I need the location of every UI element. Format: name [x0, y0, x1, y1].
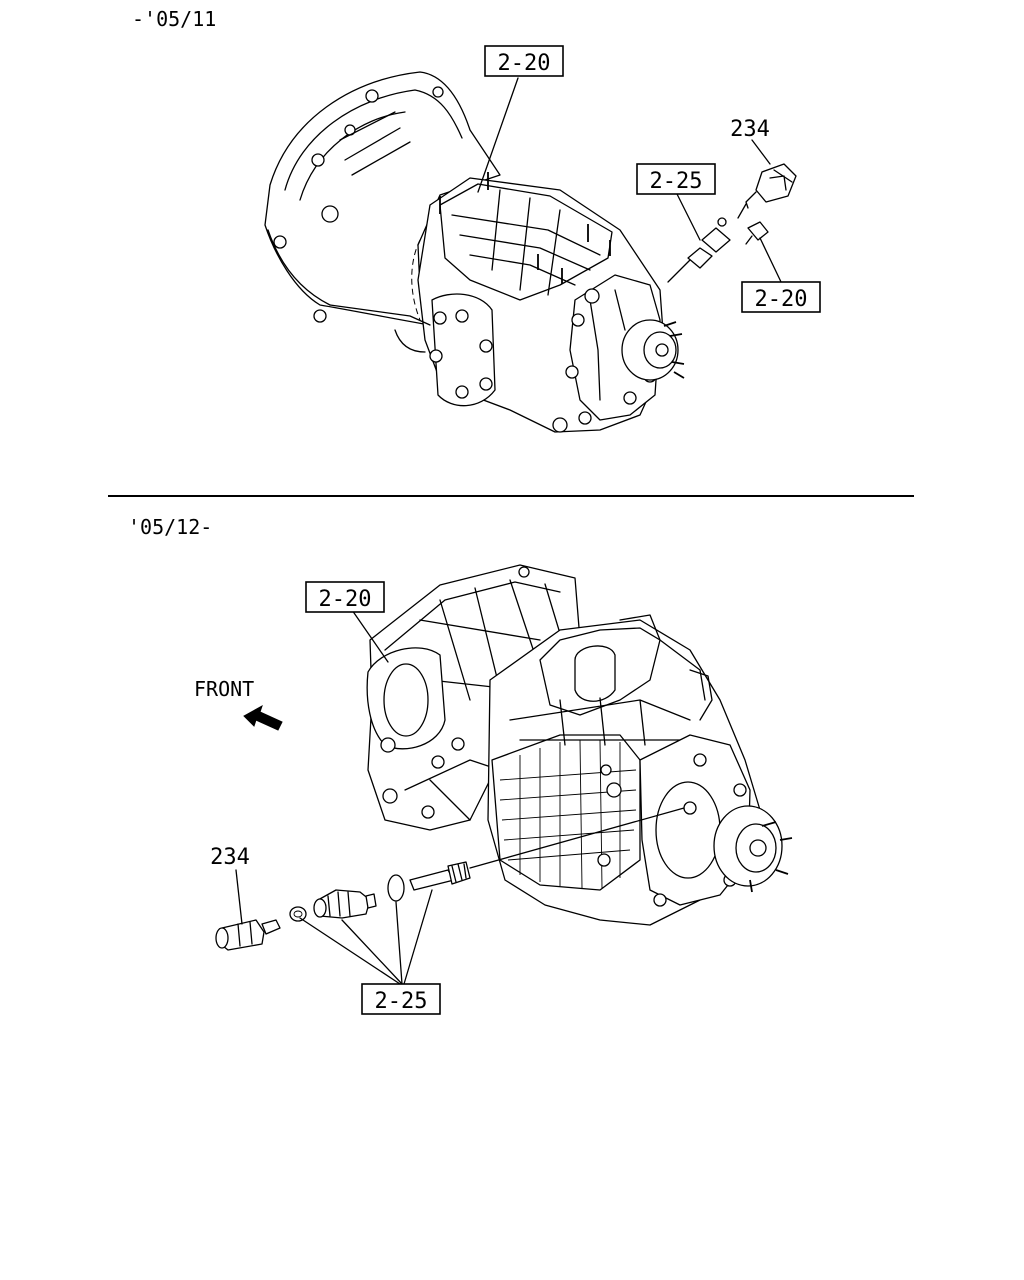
- front-label: FRONT: [194, 677, 254, 701]
- svg-text:2-20: 2-20: [755, 287, 808, 312]
- transmission-top: [264, 71, 685, 433]
- svg-text:2-20: 2-20: [319, 587, 372, 612]
- speedo-driven-gear-top: [667, 217, 731, 283]
- svg-text:2-25: 2-25: [375, 989, 428, 1014]
- front-indicator: FRONT: [194, 677, 283, 731]
- callout-top-bolt: 2-20: [741, 281, 821, 313]
- svg-text:2-20: 2-20: [498, 51, 551, 76]
- front-arrow-icon: [243, 704, 283, 731]
- top-period-label: -'05/11: [132, 7, 216, 31]
- callout-top-speedo: 2-25: [636, 163, 716, 195]
- speed-sensor-top: [737, 163, 797, 219]
- callout-top-case: 2-20: [484, 45, 564, 77]
- callout-bottom-case: 2-20: [305, 581, 385, 613]
- callout-bottom-speedo: 2-25: [361, 983, 441, 1015]
- speed-sensor-bottom: [215, 919, 281, 951]
- callout-top-sensor: 234: [730, 117, 770, 142]
- svg-text:2-25: 2-25: [650, 169, 703, 194]
- callout-bottom-sensor: 234: [210, 845, 250, 870]
- bottom-period-label: '05/12-: [128, 515, 212, 539]
- speedo-kit-bottom: [215, 807, 685, 951]
- bolt-top: [745, 221, 769, 245]
- bottom-section: '05/12- FRONT: [128, 515, 793, 1015]
- top-section: -'05/11: [132, 7, 821, 433]
- svg-text:234: 234: [730, 117, 770, 142]
- svg-text:234: 234: [210, 845, 250, 870]
- transmission-bottom: [366, 564, 793, 926]
